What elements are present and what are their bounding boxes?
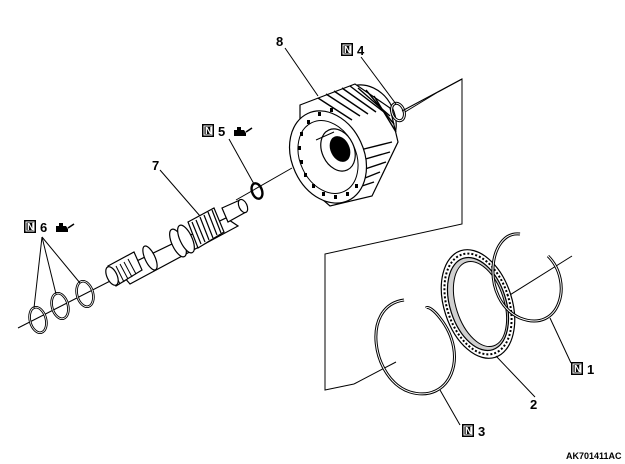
- callout-1: N 1: [571, 362, 594, 377]
- svg-text:N: N: [574, 364, 581, 375]
- clutch-drum: [288, 83, 399, 207]
- drum-splines: [317, 85, 397, 189]
- lower-axis-line: [353, 255, 573, 385]
- n-box-icon: [341, 43, 353, 56]
- n-box-icon: [462, 424, 474, 437]
- callout-5: N 5: [202, 124, 253, 139]
- leader-lines: [33, 47, 572, 426]
- svg-text:N: N: [344, 45, 351, 56]
- drum-face-holes: [298, 108, 358, 199]
- label-part-1: 1: [587, 362, 594, 377]
- callout-4: N 4: [341, 43, 365, 58]
- n-box-icon: [202, 124, 214, 137]
- snap-ring-3: [374, 298, 456, 396]
- label-part-8: 8: [276, 34, 283, 49]
- label-part-7: 7: [152, 158, 159, 173]
- label-part-2: 2: [530, 397, 537, 412]
- snap-ring-1: [491, 232, 563, 323]
- o-rings-6: [28, 279, 95, 335]
- callout-6: N 6: [24, 220, 75, 235]
- label-part-5: 5: [218, 124, 225, 139]
- n-box-icon: [24, 220, 36, 233]
- oil-can-icon: [234, 127, 253, 136]
- svg-text:N: N: [27, 222, 34, 233]
- label-part-4: 4: [357, 43, 365, 58]
- assembly-bracket: [324, 78, 463, 391]
- callout-3: N 3: [462, 424, 485, 439]
- oil-can-icon: [56, 223, 75, 232]
- label-part-6: 6: [40, 220, 47, 235]
- ring-gear-2: [440, 249, 516, 359]
- input-shaft: [105, 198, 249, 287]
- n-box-icon: [571, 362, 583, 375]
- svg-text:N: N: [205, 126, 212, 137]
- figure-code: AK701411AC: [566, 451, 622, 461]
- label-part-3: 3: [478, 424, 485, 439]
- svg-text:N: N: [465, 426, 472, 437]
